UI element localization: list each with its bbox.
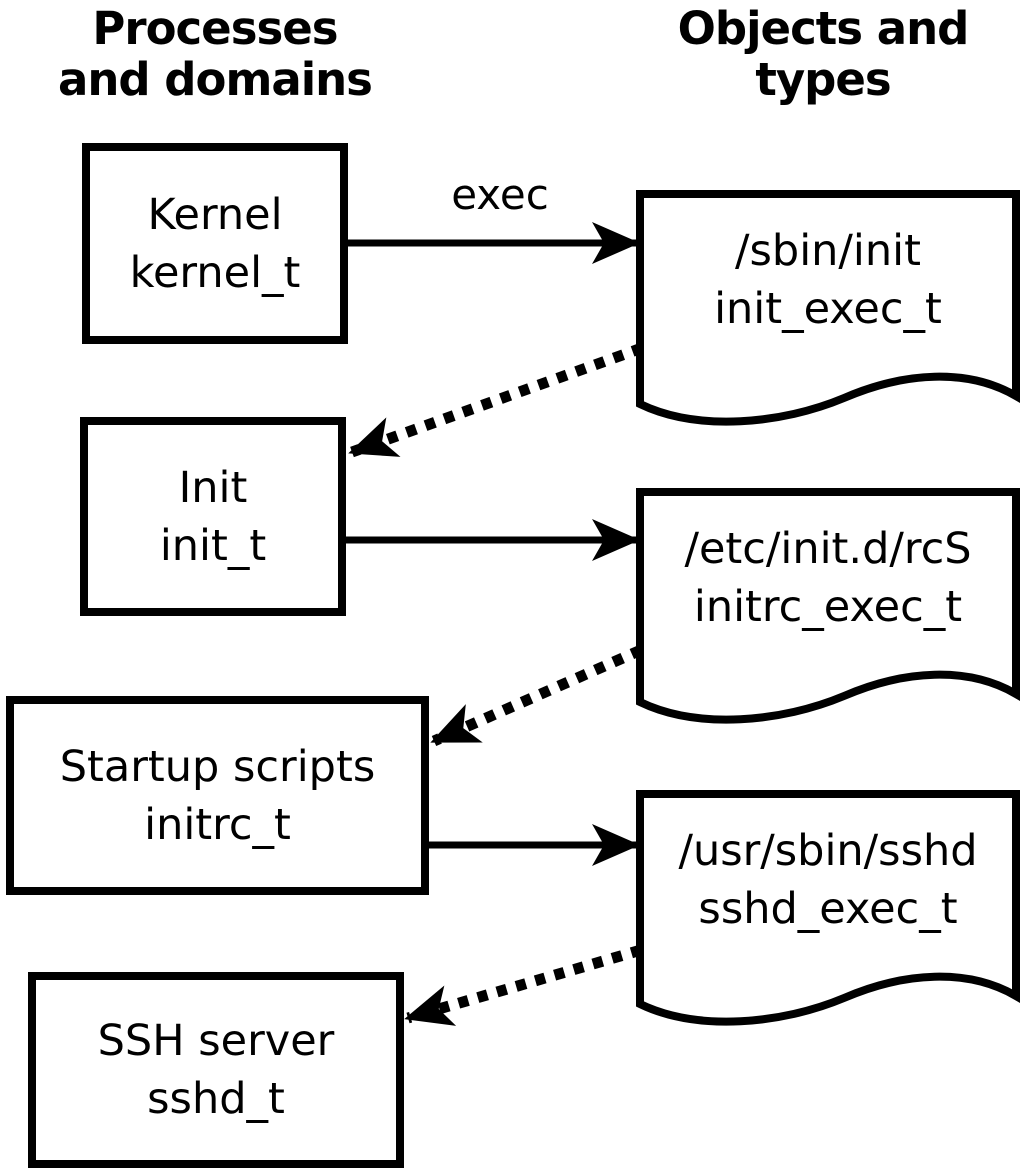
object-path: /usr/sbin/sshd bbox=[678, 826, 978, 876]
object-type: initrc_exec_t bbox=[693, 582, 963, 632]
process-name: Startup scripts bbox=[59, 741, 376, 792]
process-domain-type: kernel_t bbox=[129, 247, 301, 298]
process-name: SSH server bbox=[97, 1016, 335, 1066]
process-domain-type: initrc_t bbox=[144, 799, 291, 850]
column-header-line: Processes bbox=[92, 2, 338, 55]
document-shape-sbin-init bbox=[636, 190, 1020, 426]
column-header-line: types bbox=[755, 53, 891, 106]
process-box-kernel: Kernel kernel_t bbox=[82, 143, 348, 344]
object-type: sshd_exec_t bbox=[698, 884, 958, 934]
document-shape-usr-sbin-sshd bbox=[636, 790, 1020, 1026]
object-type: init_exec_t bbox=[714, 284, 942, 334]
process-domain-type: sshd_t bbox=[147, 1074, 285, 1124]
process-name: Init bbox=[178, 462, 248, 513]
object-path: /etc/init.d/rcS bbox=[684, 524, 972, 574]
transition-arrow-sshd-to-sshserver bbox=[404, 944, 643, 1026]
transition-arrow-sbin-init-to-init bbox=[348, 342, 644, 458]
column-header-processes-and-domains: Processes and domains bbox=[10, 3, 420, 105]
process-box-startup-scripts: Startup scripts initrc_t bbox=[6, 696, 429, 895]
object-label-sbin-init: /sbin/init init_exec_t bbox=[636, 222, 1020, 338]
column-header-objects-and-types: Objects and types bbox=[622, 3, 1024, 105]
document-shape-etc-initd-rcs bbox=[636, 488, 1020, 724]
object-path: /sbin/init bbox=[735, 226, 921, 276]
transition-arrow-rcs-to-startup bbox=[430, 644, 644, 747]
process-domain-type: init_t bbox=[159, 520, 267, 571]
column-header-line: and domains bbox=[58, 53, 373, 106]
object-label-usr-sbin-sshd: /usr/sbin/sshd sshd_exec_t bbox=[636, 822, 1020, 938]
process-box-ssh-server: SSH server sshd_t bbox=[28, 972, 404, 1168]
column-header-line: Objects and bbox=[677, 2, 970, 55]
object-label-etc-initd-rcs: /etc/init.d/rcS initrc_exec_t bbox=[636, 520, 1020, 636]
process-box-init: Init init_t bbox=[80, 417, 346, 616]
exec-arrow-label: exec bbox=[451, 170, 549, 219]
process-name: Kernel bbox=[147, 189, 283, 240]
